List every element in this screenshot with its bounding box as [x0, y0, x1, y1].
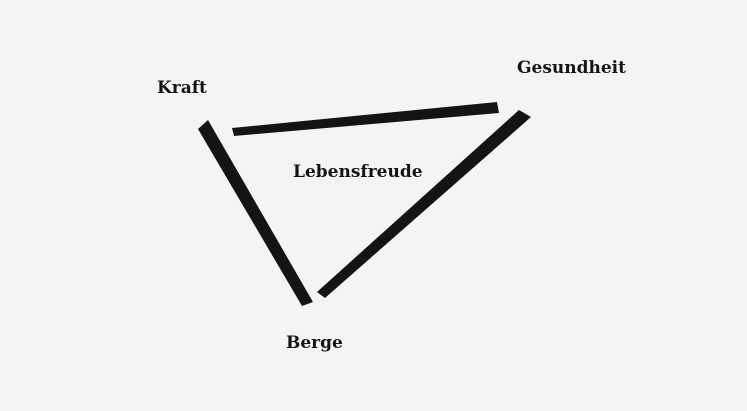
edge-berge-kraft — [198, 120, 313, 306]
edge-gesundheit-berge — [317, 110, 531, 298]
edge-kraft-gesundheit — [232, 102, 499, 136]
node-label-kraft: Kraft — [157, 78, 207, 98]
center-label-lebensfreude: Lebensfreude — [293, 162, 423, 182]
node-label-berge: Berge — [286, 333, 343, 353]
node-label-gesundheit: Gesundheit — [517, 58, 626, 78]
